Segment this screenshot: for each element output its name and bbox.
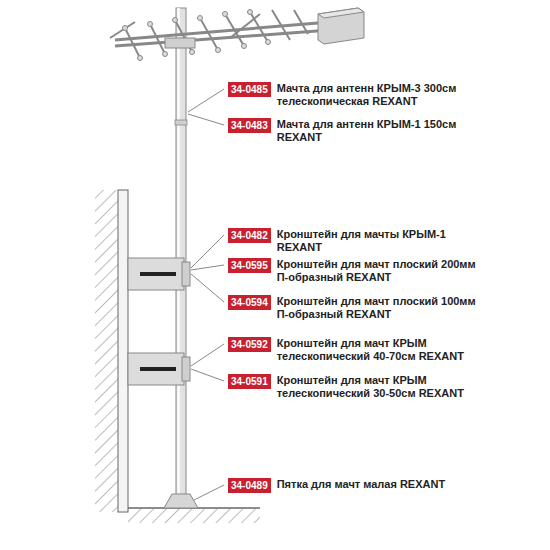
wall-face <box>118 190 128 512</box>
article-code: 34-0489 <box>228 478 271 493</box>
part-description: Мачта для антенн КРЫМ-3 300см телескопич… <box>277 82 482 108</box>
bracket-lower <box>128 353 190 385</box>
bracket-upper <box>128 258 190 290</box>
article-code: 34-0482 <box>228 228 271 243</box>
article-code: 34-0595 <box>228 258 271 273</box>
part-label: 34-0595 Кронштейн для мачт плоский 200мм … <box>228 258 482 284</box>
part-description: Кронштейн для мачт плоский 100мм П-образ… <box>277 295 482 321</box>
mast-pole <box>176 8 186 502</box>
article-code: 34-0591 <box>228 374 271 389</box>
part-description: Кронштейн для мачты КРЫМ-1 REXANT <box>277 228 482 254</box>
part-label: 34-0482 Кронштейн для мачты КРЫМ-1 REXANT <box>228 228 482 254</box>
telescopic-joint <box>175 120 187 125</box>
article-code: 34-0592 <box>228 337 271 352</box>
article-code: 34-0483 <box>228 118 271 133</box>
part-description: Кронштейн для мачт КРЫМ телескопический … <box>277 337 482 363</box>
part-description: Кронштейн для мачт плоский 200мм П-образ… <box>277 258 482 284</box>
article-code: 34-0485 <box>228 82 271 97</box>
leader-lines <box>188 89 224 500</box>
article-code: 34-0594 <box>228 295 271 310</box>
floor-hatch <box>128 509 260 523</box>
part-description: Пятка для мачт малая REXANT <box>277 478 482 491</box>
antenna <box>110 8 364 61</box>
part-label: 34-0592 Кронштейн для мачт КРЫМ телескопи… <box>228 337 482 363</box>
part-label: 34-0483 Мачта для антенн КРЫМ-1 150см REX… <box>228 118 482 144</box>
mast-foot <box>164 494 198 508</box>
wall-hatch <box>95 190 118 512</box>
part-label: 34-0489 Пятка для мачт малая REXANT <box>228 478 482 493</box>
part-description: Кронштейн для мачт КРЫМ телескопический … <box>277 374 482 400</box>
part-label: 34-0594 Кронштейн для мачт плоский 100мм … <box>228 295 482 321</box>
mast-highlight <box>177 8 180 502</box>
part-description: Мачта для антенн КРЫМ-1 150см REXANT <box>277 118 482 144</box>
part-label: 34-0485 Мачта для антенн КРЫМ-3 300см тел… <box>228 82 482 108</box>
part-label: 34-0591 Кронштейн для мачт КРЫМ телескопи… <box>228 374 482 400</box>
